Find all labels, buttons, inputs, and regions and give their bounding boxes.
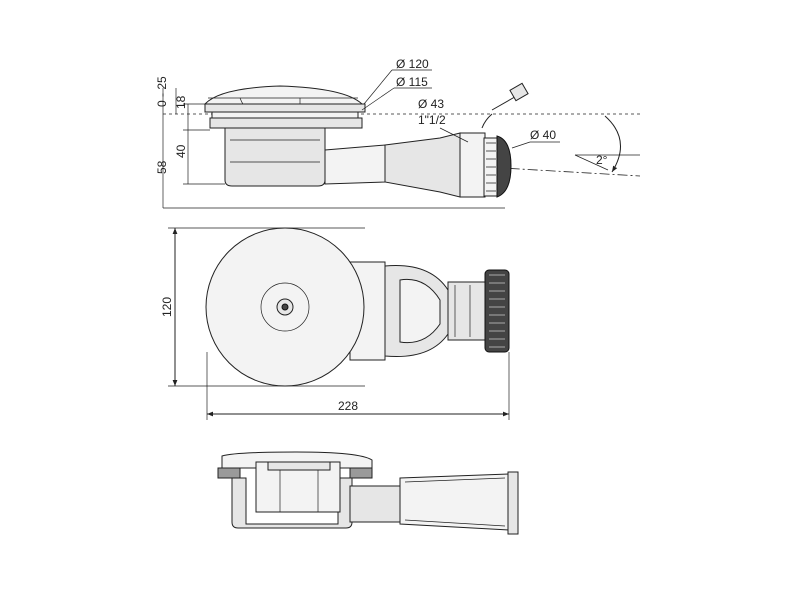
label-height-18: 18 [174,95,188,109]
label-angle: 2° [596,153,608,167]
label-dia-115: Ø 115 [396,75,428,89]
label-dia-40: Ø 40 [530,128,556,142]
section-view [217,451,519,535]
label-height-40: 40 [174,144,188,158]
label-height-adjust: 0 - 25 [155,76,169,107]
top-view [168,227,510,420]
label-width-120: 120 [160,297,174,317]
label-dia-120: Ø 120 [396,57,429,71]
label-length-228: 228 [338,399,358,413]
height-dimensions [162,88,505,209]
side-view [163,69,641,198]
label-dia-43: Ø 43 [418,97,444,111]
label-height-58: 58 [155,160,169,174]
label-thread: 1"1/2 [418,113,446,127]
